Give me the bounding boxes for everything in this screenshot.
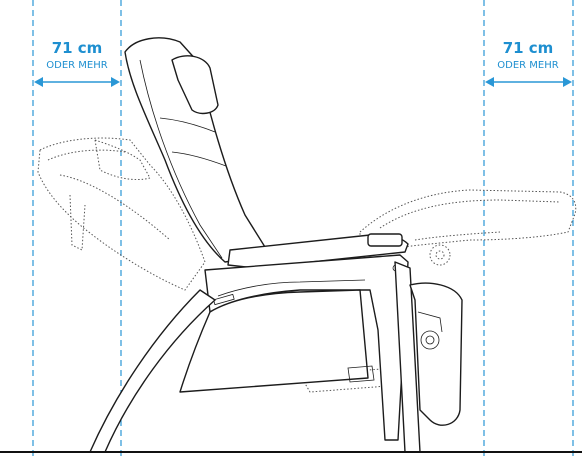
chair-backrest [124, 37, 271, 263]
right-dimension-value: 71 cm [503, 39, 554, 57]
right-clearance-dimension: 71 cm ODER MEHR [485, 39, 572, 87]
chair-badge [213, 293, 235, 306]
chair-footrest [409, 282, 463, 426]
recliner-chair-upright [89, 37, 463, 453]
chair-headrest [171, 55, 219, 115]
right-dimension-caption: ODER MEHR [497, 60, 558, 71]
left-dimension-caption: ODER MEHR [46, 60, 107, 71]
left-dimension-value: 71 cm [52, 39, 103, 57]
left-arrowhead-start [34, 77, 43, 87]
right-arrowhead-end [563, 77, 572, 87]
reclined-backrest-outline [37, 137, 206, 291]
left-arrowhead-end [111, 77, 120, 87]
chair-lower-panel [179, 289, 369, 393]
armrest-control [367, 233, 403, 247]
right-arrowhead-start [485, 77, 494, 87]
left-clearance-dimension: 71 cm ODER MEHR [34, 39, 120, 87]
clearance-guides [32, 0, 574, 456]
